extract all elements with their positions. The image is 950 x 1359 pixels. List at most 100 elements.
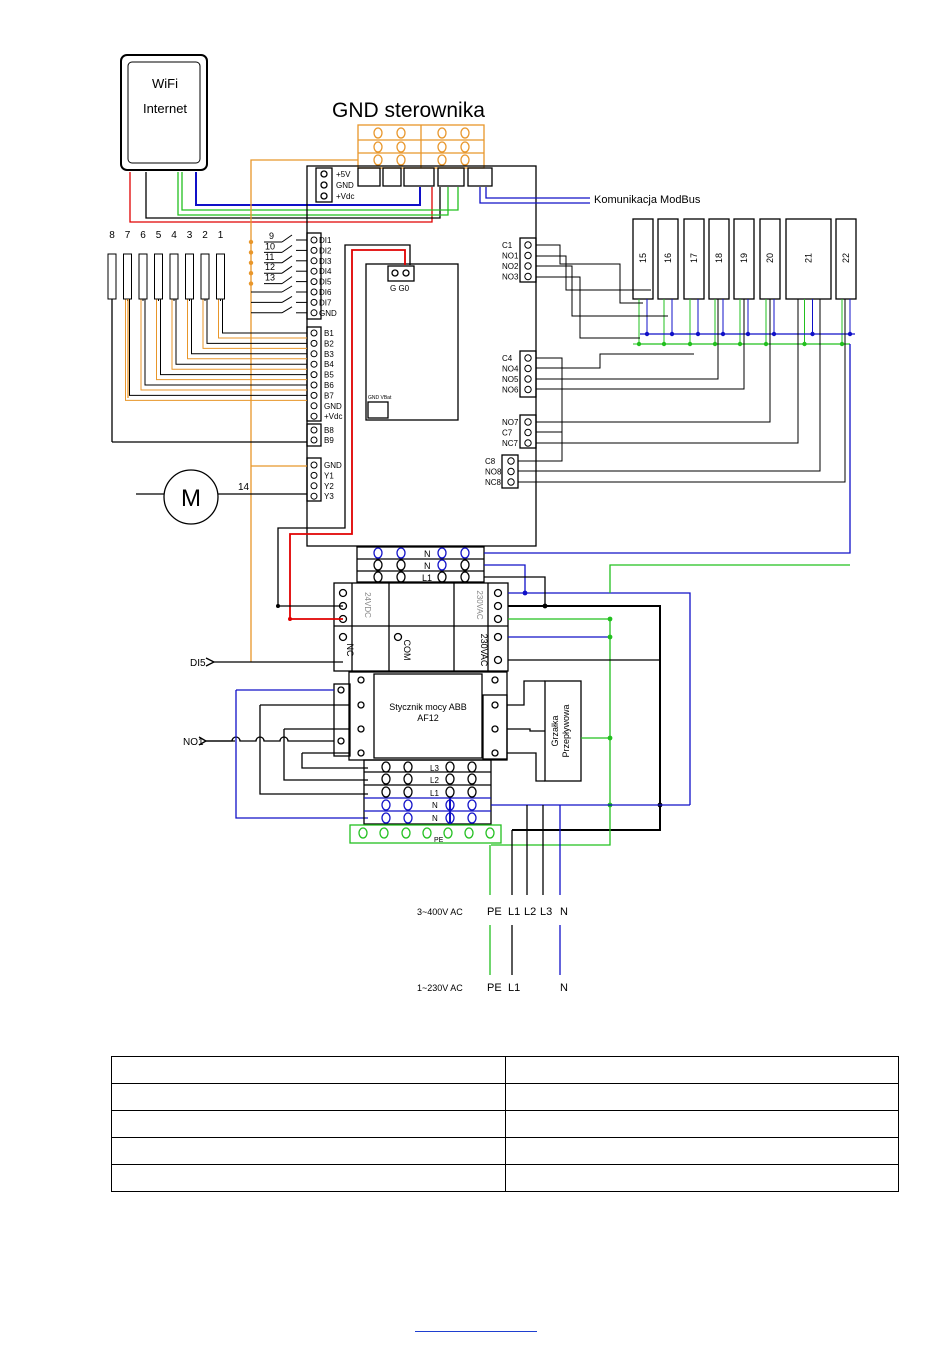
strip-label-l1: L1 — [422, 573, 432, 583]
module-number: 22 — [841, 253, 851, 263]
di-switch-number: 12 — [265, 262, 275, 272]
module-number: 17 — [689, 253, 699, 263]
table-cell — [111, 1083, 506, 1111]
module-17 — [683, 218, 705, 300]
pe-strip-label: PE — [434, 837, 444, 844]
sensor-probe — [200, 253, 210, 300]
supply-3ph-n: N — [560, 906, 568, 918]
analog-input-label: B4 — [324, 360, 334, 369]
analog-input-label: B7 — [324, 391, 334, 400]
di-label-7: DI7 — [319, 298, 332, 307]
relay-coil-label: 230VAC — [479, 634, 489, 667]
di-label-6: DI6 — [319, 288, 332, 297]
relay-nc-label: NC — [345, 644, 355, 657]
heater: Grzałka Przepływowa — [544, 680, 582, 782]
supply-1ph-n: N — [560, 982, 568, 994]
relay-terminal-label: NO1 — [502, 252, 519, 261]
heater-label-2: Przepływowa — [561, 704, 571, 757]
supply-1ph-l1: L1 — [508, 982, 520, 994]
table-cell — [111, 1137, 506, 1165]
di-switch-number: 9 — [269, 231, 274, 241]
sensor-probe — [185, 253, 194, 300]
module-18 — [708, 218, 730, 300]
table-cell — [504, 1056, 899, 1084]
strip-label-n1: N — [424, 549, 431, 559]
module-row: 15 16 17 18 19 20 21 22 — [632, 218, 857, 347]
relay-terminal-label: NO3 — [502, 273, 519, 282]
table-cell — [504, 1164, 899, 1192]
relay-com-label: COM — [402, 640, 412, 661]
analog-input-label: B1 — [324, 329, 334, 338]
module-number: 18 — [714, 253, 724, 263]
top-terminal-bank — [357, 124, 485, 169]
relay-terminal-label: C1 — [502, 241, 513, 250]
supply-1ph-label: 1~230V AC — [417, 983, 463, 993]
output-y-label: Y1 — [324, 471, 334, 480]
relay-terminal-label: C4 — [502, 354, 513, 363]
output-y-label: GND — [324, 461, 342, 470]
supply-3ph-pe: PE — [487, 906, 502, 918]
motor-symbol: M — [181, 485, 201, 512]
strip-label-n2: N — [424, 561, 431, 571]
module-21 — [785, 218, 832, 300]
analog-input-label: B2 — [324, 339, 334, 348]
b-input-label: B9 — [324, 436, 334, 445]
table-row — [111, 1056, 899, 1084]
table-row — [111, 1137, 899, 1165]
strip-label-l2: L2 — [430, 776, 439, 785]
terminal-gnd: GND — [336, 181, 354, 190]
wifi-label: WiFi — [152, 76, 178, 91]
table-row — [111, 1164, 899, 1192]
controller-board: +5V GND +Vdc G G0 GND VBat — [306, 165, 537, 547]
relay-terminal-label: NO2 — [502, 262, 519, 271]
heater-label-1: Grzałka — [550, 715, 560, 746]
module-number: 15 — [638, 253, 648, 263]
supply-3ph-l2: L2 — [524, 906, 536, 918]
di5-label: DI5 — [190, 658, 206, 669]
contactor-label-2: AF12 — [417, 713, 439, 723]
strip-label-l3: L3 — [430, 764, 439, 773]
relay-terminal-label: C7 — [502, 429, 513, 438]
table-cell — [111, 1056, 506, 1084]
di-label-8: GND — [319, 309, 337, 318]
di-switch-number: 13 — [265, 273, 275, 283]
analog-input-label: B3 — [324, 350, 334, 359]
table-cell — [504, 1110, 899, 1138]
module-number: 20 — [765, 253, 775, 263]
internet-label: Internet — [143, 101, 187, 116]
supply-3ph-l3: L3 — [540, 906, 552, 918]
sensor-probe — [123, 253, 132, 300]
relay-terminal-label: NO6 — [502, 386, 519, 395]
output-y-label: Y2 — [324, 482, 334, 491]
di-label-5: DI5 — [319, 278, 332, 287]
strip-label-nb2: N — [432, 814, 438, 823]
psu-24vdc-label: 24VDC — [363, 592, 372, 618]
motor: M 14 — [136, 469, 307, 525]
terminal-5v: +5V — [336, 170, 351, 179]
supply-1ph-pe: PE — [487, 982, 502, 994]
analog-input-label: B6 — [324, 381, 334, 390]
strip-label-l1b: L1 — [430, 789, 439, 798]
table-cell — [504, 1083, 899, 1111]
motor-number: 14 — [238, 482, 250, 493]
module-number: 19 — [739, 253, 749, 263]
output-y-label: Y3 — [324, 492, 334, 501]
relay-terminal-label: C8 — [485, 457, 496, 466]
di-switch-number: 10 — [265, 241, 275, 251]
sensor-number: 8 — [109, 230, 115, 241]
module-number: 21 — [804, 253, 814, 263]
page-title: GND sterownika — [332, 99, 485, 122]
relay-terminal-label: NC8 — [485, 478, 502, 487]
relay-terminal-label: NC7 — [502, 439, 519, 448]
supply-3ph-label: 3~400V AC — [417, 907, 463, 917]
relay-terminal-label: NO7 — [502, 418, 519, 427]
module-number: 16 — [663, 253, 673, 263]
blank-table — [111, 1056, 899, 1192]
footer-link-underline[interactable] — [415, 1331, 537, 1332]
contactor-label-1: Stycznik mocy ABB — [389, 702, 467, 712]
relay-terminal-label: NO5 — [502, 375, 519, 384]
table-cell — [111, 1164, 506, 1192]
sensor-number: 7 — [125, 230, 131, 241]
supply-3ph-l1: L1 — [508, 906, 520, 918]
